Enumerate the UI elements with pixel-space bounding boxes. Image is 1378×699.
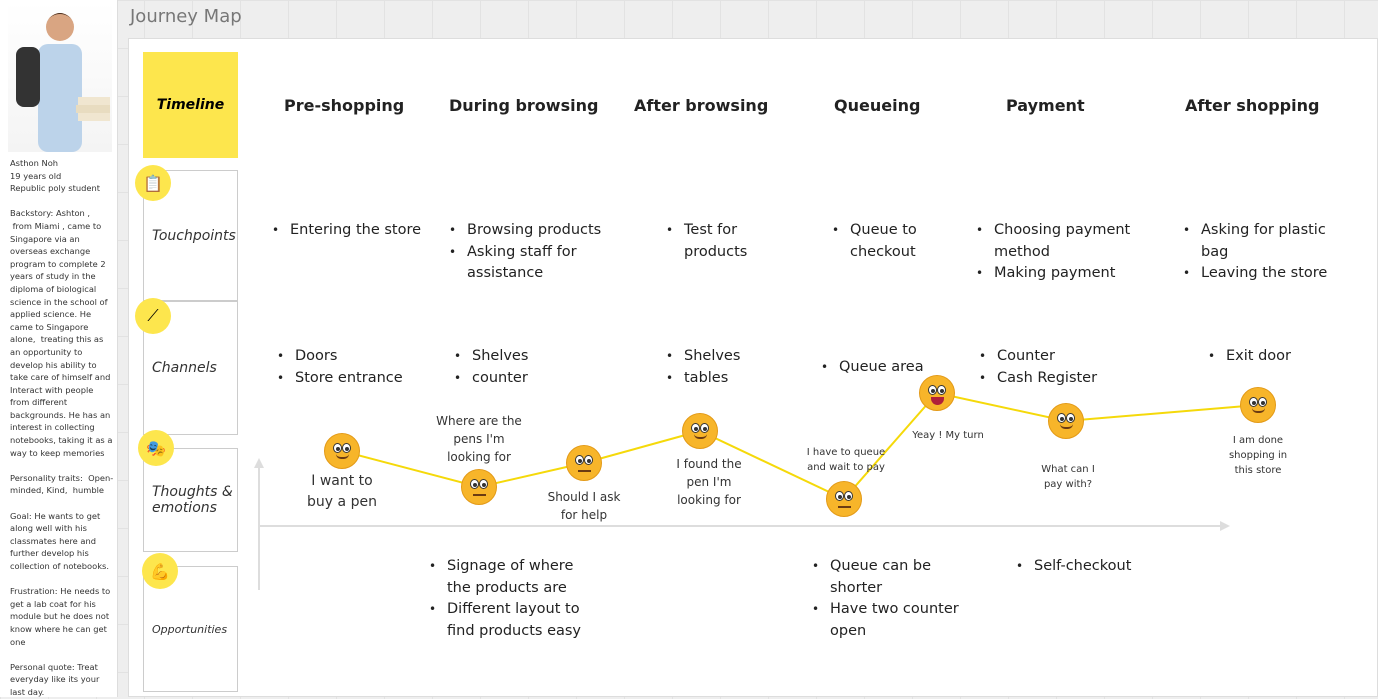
- list-item: Different layout to find products easy: [429, 599, 599, 642]
- list-item: Leaving the store: [1183, 263, 1343, 285]
- neutral-emoji-icon: [826, 481, 862, 517]
- persona-panel: Asthon Noh 19 years old Republic poly st…: [0, 0, 118, 697]
- channels-graph-icon: ⟋: [135, 298, 171, 334]
- list-item: Asking staff for assistance: [449, 242, 619, 285]
- list-item: Queue can be shorter: [812, 556, 962, 599]
- channels-list: DoorsStore entrance: [277, 346, 427, 389]
- persona-photo: [8, 2, 112, 152]
- thought-caption: Should I ask for help: [547, 490, 621, 522]
- thought-caption: What can I pay with?: [1041, 464, 1095, 490]
- list-item: Queue area: [821, 357, 971, 379]
- happy-emoji-icon: [1240, 387, 1276, 423]
- channels-list: Shelvestables: [666, 346, 816, 389]
- stage-pre-shopping: Pre-shopping: [284, 96, 405, 115]
- stage-after-shopping: After shopping: [1185, 96, 1320, 115]
- channels-list: Shelvescounter: [454, 346, 604, 389]
- touchpoints-list: Entering the store: [272, 220, 432, 242]
- list-item: tables: [666, 368, 816, 390]
- list-item: Shelves: [666, 346, 816, 368]
- thought-caption: I am done shopping in this store: [1228, 435, 1288, 476]
- list-item: Entering the store: [272, 220, 432, 242]
- axis-arrow-icon: [1220, 521, 1230, 531]
- list-item: Store entrance: [277, 368, 427, 390]
- touchpoints-list: Browsing productsAsking staff for assist…: [449, 220, 619, 285]
- list-item: Asking for plastic bag: [1183, 220, 1343, 263]
- grinning-emoji-icon: [919, 375, 955, 411]
- flexed-arm-icon: 💪: [142, 553, 178, 589]
- channels-list: Queue area: [821, 357, 971, 379]
- thought-caption: I found the pen I'm looking for: [676, 457, 742, 507]
- thought-caption: Where are the pens I'm looking for: [436, 414, 522, 464]
- list-item: Choosing payment method: [976, 220, 1146, 263]
- list-item: Shelves: [454, 346, 604, 368]
- list-item: Test for products: [666, 220, 766, 263]
- stage-during-browsing: During browsing: [449, 96, 599, 115]
- list-item: Making payment: [976, 263, 1146, 285]
- list-item: Browsing products: [449, 220, 619, 242]
- thinking-emoji-icon: [461, 469, 497, 505]
- list-item: Doors: [277, 346, 427, 368]
- opportunities-list: Self-checkout: [1016, 556, 1166, 578]
- thought-caption: I have to queue and wait to pay: [806, 447, 886, 473]
- stage-payment: Payment: [1006, 96, 1085, 115]
- clipboard-icon: 📋: [135, 165, 171, 201]
- stage-queueing: Queueing: [834, 96, 921, 115]
- list-item: Have two counter open: [812, 599, 962, 642]
- thought-caption: Yeay ! My turn: [912, 430, 984, 441]
- touchpoints-list: Choosing payment methodMaking payment: [976, 220, 1146, 285]
- row-opportunities: Opportunities: [143, 566, 238, 692]
- list-item: Exit door: [1208, 346, 1358, 368]
- smile-emoji-icon: [324, 433, 360, 469]
- theater-masks-icon: 🎭: [138, 430, 174, 466]
- persona-age: 19 years old: [10, 170, 62, 181]
- list-item: Self-checkout: [1016, 556, 1166, 578]
- opportunities-list: Queue can be shorterHave two counter ope…: [812, 556, 962, 642]
- happy-emoji-icon: [682, 413, 718, 449]
- list-item: Signage of where the products are: [429, 556, 599, 599]
- channels-list: CounterCash Register: [979, 346, 1129, 389]
- smile-emoji-icon: [1048, 403, 1084, 439]
- axis-arrow-icon: [254, 458, 264, 468]
- opportunities-list: Signage of where the products areDiffere…: [429, 556, 599, 642]
- touchpoints-list: Asking for plastic bagLeaving the store: [1183, 220, 1343, 285]
- list-item: Counter: [979, 346, 1129, 368]
- neutral-emoji-icon: [566, 445, 602, 481]
- thought-caption: I want to buy a pen: [307, 473, 377, 510]
- persona-bio: Backstory: Ashton , from Miami , came to…: [10, 208, 114, 697]
- persona-role: Republic poly student: [10, 183, 101, 194]
- row-timeline: Timeline: [143, 52, 238, 158]
- persona-name: Asthon Noh: [10, 158, 59, 168]
- list-item: Queue to checkout: [832, 220, 932, 263]
- page-title: Journey Map: [130, 6, 242, 27]
- stage-after-browsing: After browsing: [634, 96, 769, 115]
- touchpoints-list: Queue to checkout: [832, 220, 932, 263]
- list-item: Cash Register: [979, 368, 1129, 390]
- touchpoints-list: Test for products: [666, 220, 766, 263]
- channels-list: Exit door: [1208, 346, 1358, 368]
- list-item: counter: [454, 368, 604, 390]
